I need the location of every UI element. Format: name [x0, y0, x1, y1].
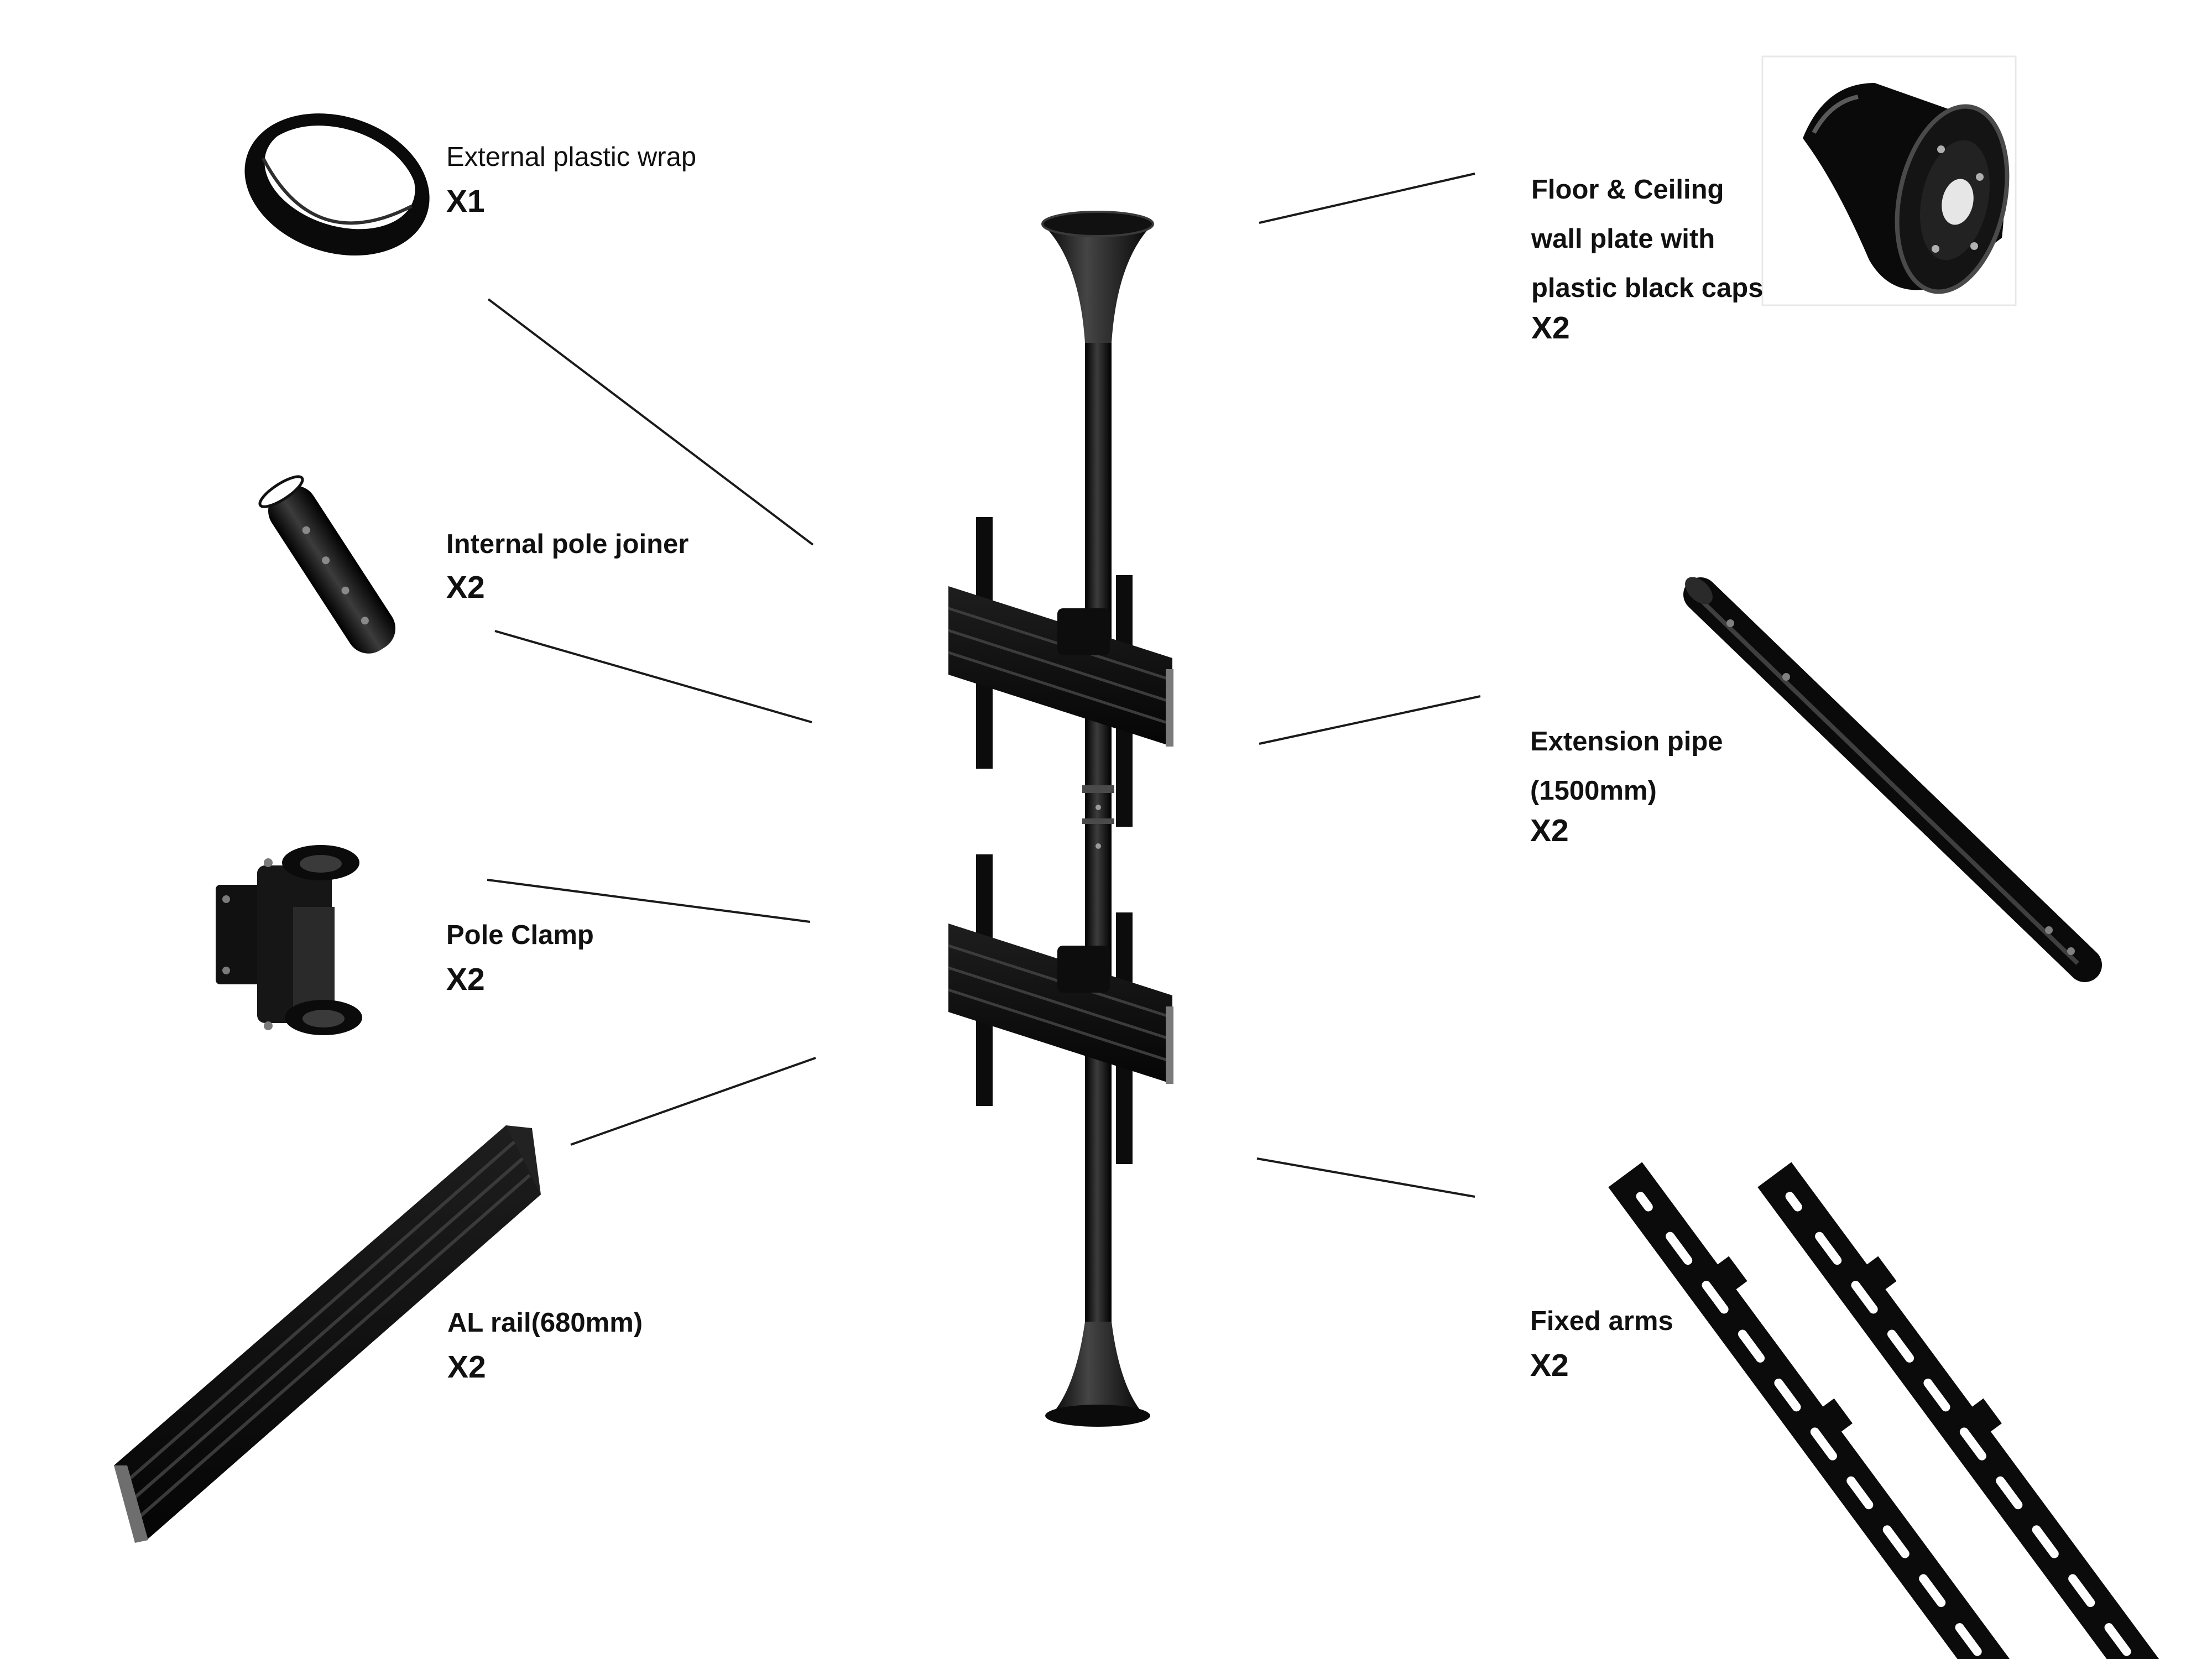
floor-ceiling-cap-icon: [1761, 55, 2017, 306]
part-name: Extension pipe (1500mm): [1530, 727, 1723, 806]
leader-line-rail: [570, 1057, 816, 1146]
extension-pipe-icon: [1683, 577, 2102, 982]
fixed-arm-icon: [1608, 1162, 2175, 1659]
part-name: Floor & Ceiling wall plate with plastic …: [1531, 175, 1764, 303]
part-quantity: X2: [1530, 813, 1569, 848]
label-al-rail: AL rail(680mm) X2: [447, 1298, 643, 1386]
label-pole-clamp: Pole Clamp X2: [446, 911, 594, 999]
pole-clamp-icon: [216, 845, 362, 1035]
part-name: Internal pole joiner: [446, 529, 689, 559]
part-quantity: X2: [446, 962, 485, 997]
part-quantity: X2: [447, 1349, 486, 1385]
leader-line-wrap: [487, 298, 814, 546]
ring-icon: [244, 113, 430, 256]
leader-line-pipe: [1259, 695, 1481, 745]
part-name: Fixed arms: [1530, 1306, 1673, 1336]
leader-line-clamp: [487, 879, 811, 923]
part-quantity: X2: [1530, 1348, 1569, 1383]
part-name: Pole Clamp: [446, 920, 594, 950]
label-internal-pole-joiner: Internal pole joiner X2: [446, 521, 688, 607]
label-external-plastic-wrap: External plastic wrap X1: [446, 133, 696, 221]
leader-line-arms: [1256, 1157, 1475, 1198]
pole-joiner-icon: [258, 475, 395, 654]
label-fixed-arms: Fixed arms X2: [1530, 1297, 1673, 1385]
part-quantity: X1: [446, 184, 485, 219]
leader-line-plate: [1259, 173, 1475, 224]
label-floor-ceiling-wall-plate: Floor & Ceiling wall plate with plastic …: [1531, 165, 1763, 347]
leader-lines: [487, 173, 1481, 1198]
part-quantity: X2: [1531, 310, 1570, 346]
part-name: External plastic wrap: [446, 142, 697, 172]
pole-mount-assembly-icon: [948, 211, 1173, 1427]
part-quantity: X2: [446, 570, 485, 605]
part-name: AL rail(680mm): [447, 1308, 643, 1338]
leader-line-joiner: [494, 630, 812, 723]
al-rail-icon: [114, 1125, 541, 1543]
label-extension-pipe: Extension pipe (1500mm) X2: [1530, 717, 1723, 850]
